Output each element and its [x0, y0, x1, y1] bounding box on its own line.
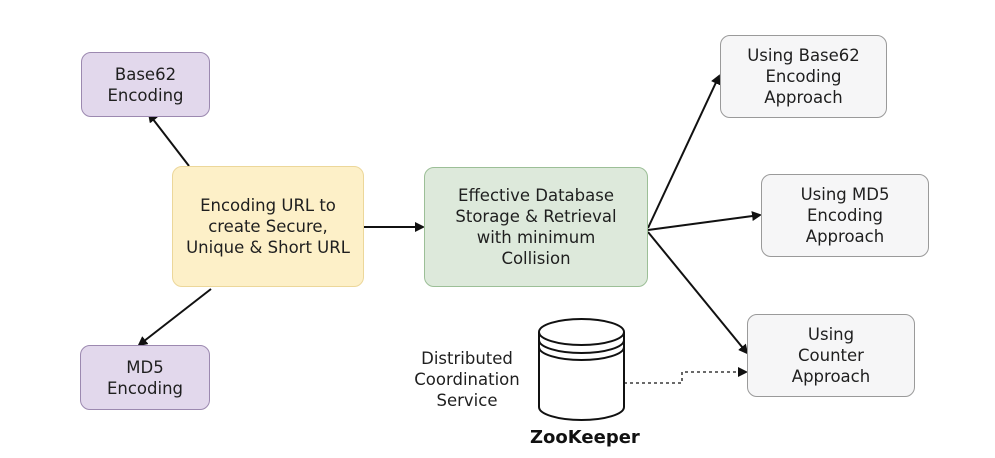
using-base62-label: Using Base62 Encoding Approach: [747, 46, 860, 107]
using-counter-box: Using Counter Approach: [747, 314, 915, 397]
arrow-to-base62-encoding: [147, 112, 190, 167]
effective-database-label: Effective Database Storage & Retrieval w…: [455, 186, 617, 268]
dashed-arrow-zookeeper-to-counter: [624, 367, 748, 384]
using-base62-box: Using Base62 Encoding Approach: [720, 35, 887, 118]
using-md5-box: Using MD5 Encoding Approach: [761, 174, 929, 257]
effective-database-box: Effective Database Storage & Retrieval w…: [424, 167, 648, 287]
md5-encoding-box: MD5 Encoding: [80, 345, 210, 410]
using-md5-label: Using MD5 Encoding Approach: [800, 185, 890, 246]
zookeeper-database-icon: [538, 318, 625, 421]
arrow-to-using-base62: [647, 74, 721, 229]
base62-encoding-box: Base62 Encoding: [81, 52, 210, 117]
distributed-coordination-label: Distributed Coordination Service: [414, 349, 520, 410]
zookeeper-label: ZooKeeper: [530, 427, 640, 448]
encoding-url-box: Encoding URL to create Secure, Unique & …: [172, 166, 364, 287]
arrow-to-using-counter: [647, 231, 749, 355]
using-counter-label: Using Counter Approach: [791, 325, 871, 386]
arrow-to-md5-encoding: [137, 288, 212, 347]
encoding-url-label: Encoding URL to create Secure, Unique & …: [186, 196, 350, 257]
base62-encoding-label: Base62 Encoding: [107, 64, 184, 105]
arrow-to-using-md5: [647, 211, 762, 231]
md5-encoding-label: MD5 Encoding: [106, 357, 184, 398]
